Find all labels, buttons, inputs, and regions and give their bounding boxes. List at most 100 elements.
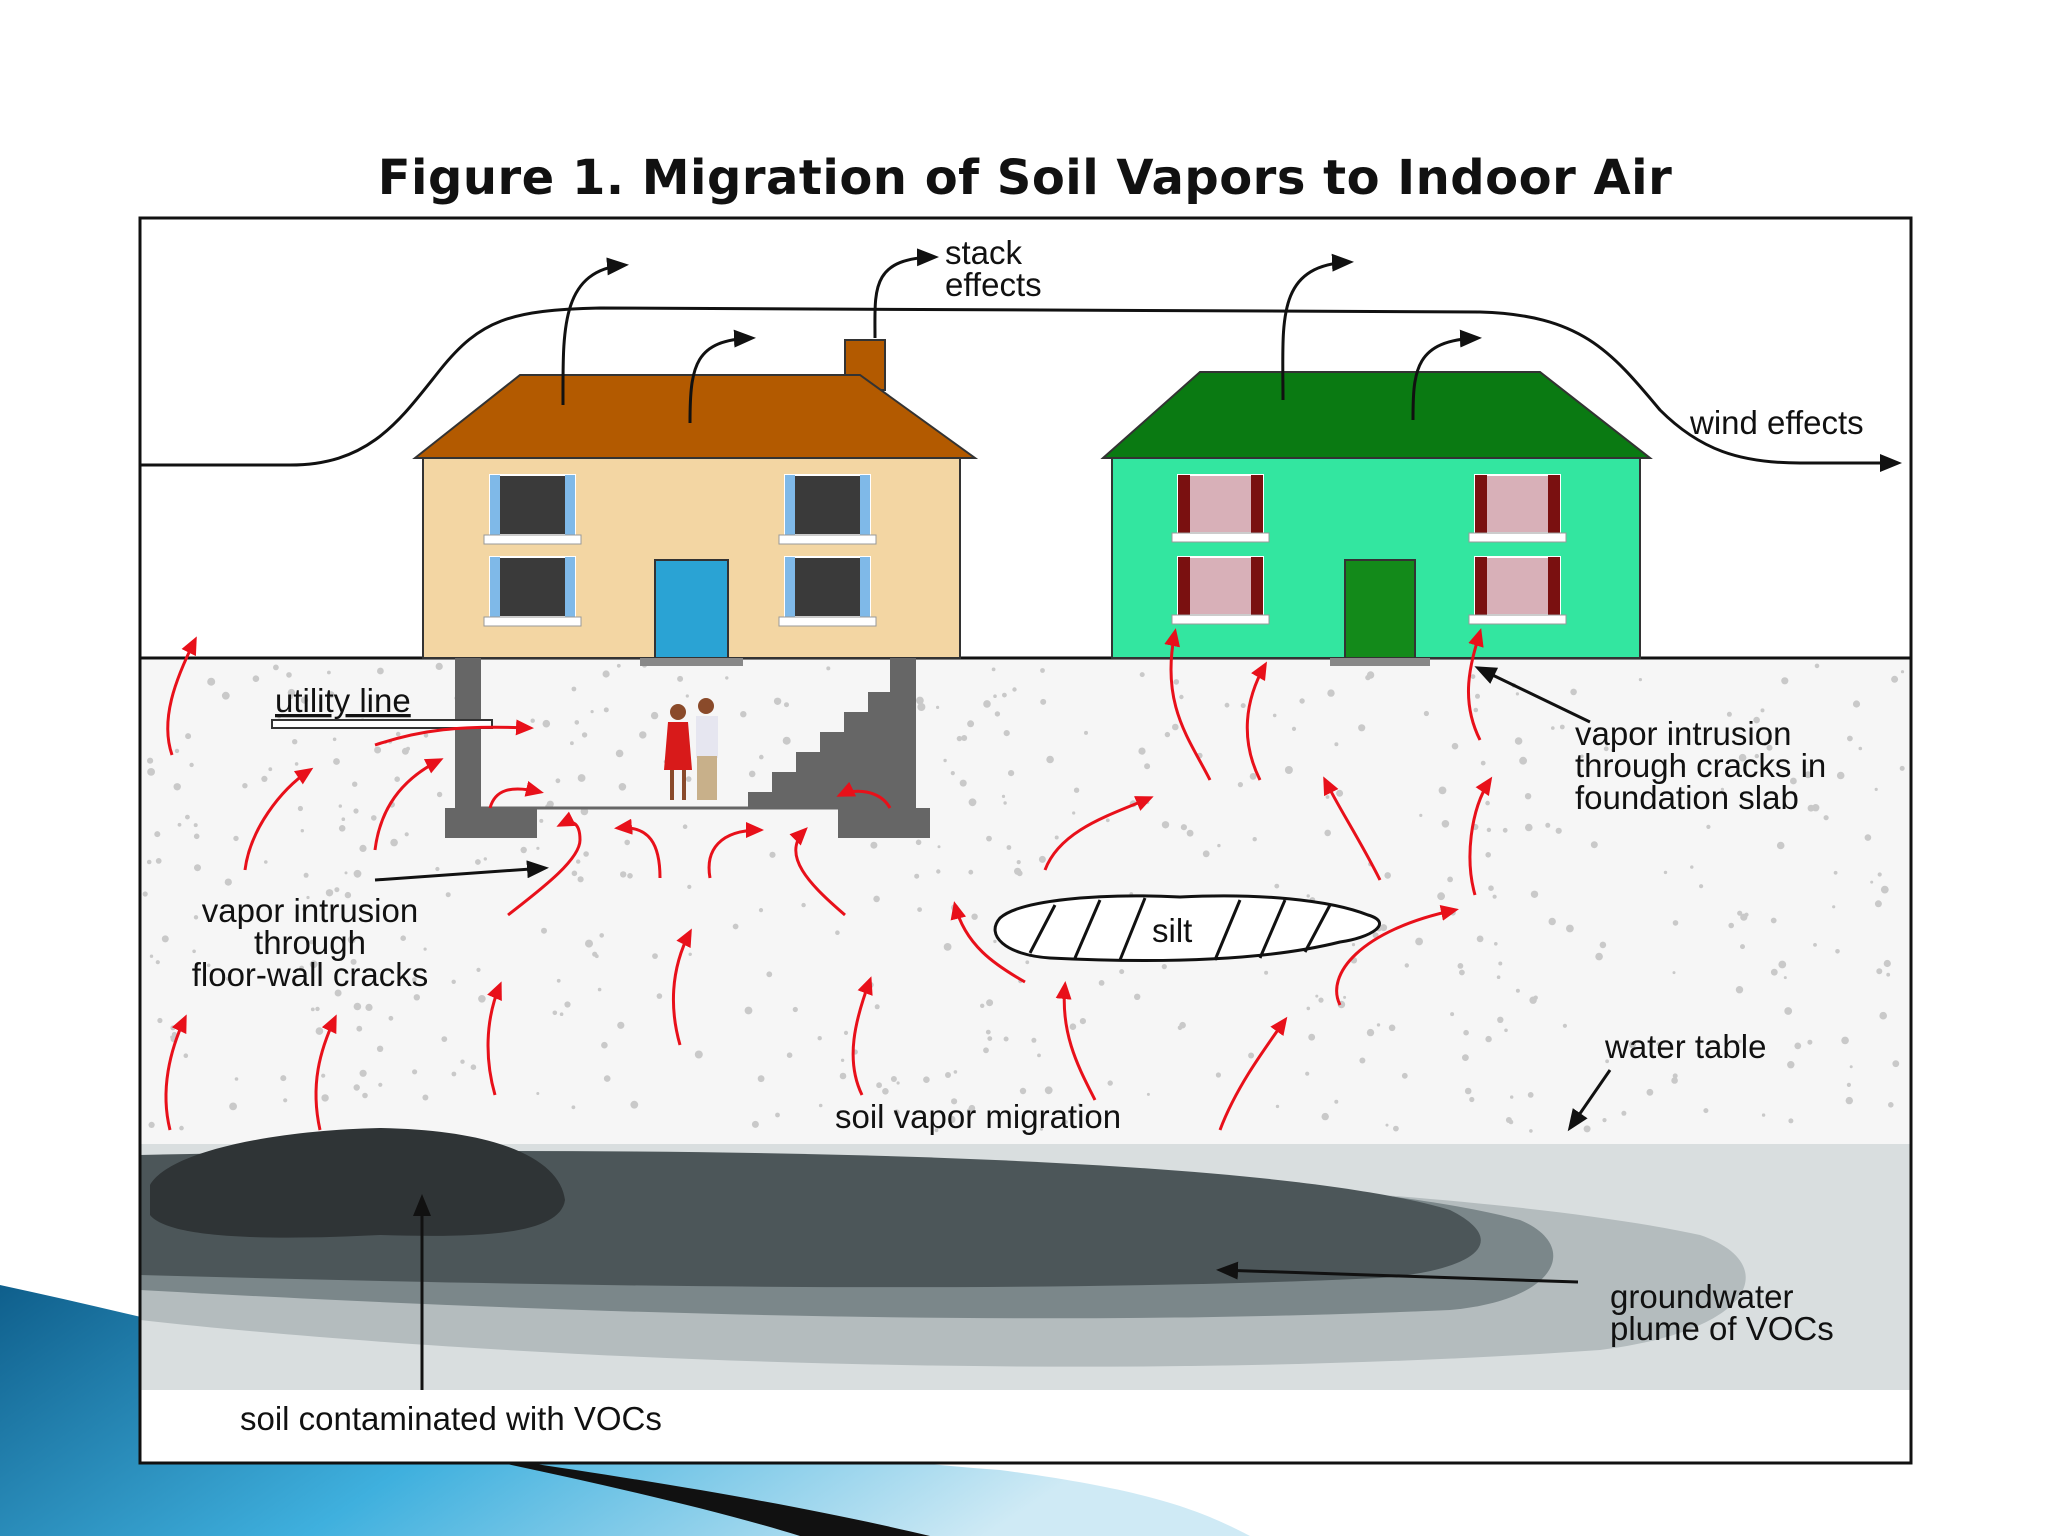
utility-line-pipe: [271, 719, 493, 729]
soil-speckle: [229, 1102, 238, 1111]
soil-speckle: [327, 670, 331, 675]
soil-speckle: [423, 947, 427, 951]
soil-speckle: [1672, 1073, 1678, 1079]
soil-speckle: [155, 858, 162, 864]
soil-speckle: [987, 1036, 993, 1041]
label-soil-contaminated: soil contaminated with VOCs: [240, 1400, 662, 1437]
soil-speckle: [1172, 723, 1179, 731]
soil-speckle: [1003, 801, 1007, 805]
soil-speckle: [179, 1125, 184, 1131]
soil-speckle: [530, 718, 535, 723]
soil-speckle: [1488, 885, 1494, 891]
soil-speckle: [1599, 941, 1607, 949]
soil-speckle: [1161, 964, 1167, 970]
soil-speckle: [332, 737, 337, 742]
soil-speckle: [226, 976, 230, 981]
soil-speckle: [983, 1047, 989, 1054]
soil-speckle: [1419, 813, 1423, 818]
label-groundwater-2: plume of VOCs: [1610, 1310, 1834, 1347]
soil-speckle: [1006, 845, 1012, 850]
soil-speckle: [1365, 674, 1371, 681]
soil-speckle: [174, 748, 180, 754]
soil-speckle: [766, 971, 773, 978]
soil-speckle: [1656, 1042, 1660, 1046]
soil-speckle: [555, 778, 561, 784]
soil-speckle: [435, 866, 440, 872]
soil-speckle: [1849, 1065, 1853, 1069]
soil-speckle: [147, 757, 154, 764]
soil-speckle: [769, 851, 776, 858]
soil-speckle: [1237, 782, 1243, 788]
soil-speckle: [1514, 737, 1523, 745]
soil-speckle: [1740, 944, 1745, 950]
soil-speckle: [1073, 787, 1080, 793]
soil-speckle: [1900, 670, 1905, 674]
soil-speckle: [1072, 811, 1076, 815]
soil-speckle: [1814, 663, 1820, 669]
soil-speckle: [483, 857, 487, 861]
soil-speckle: [951, 1098, 958, 1105]
soil-speckle: [233, 835, 239, 842]
soil-speckle: [1105, 818, 1110, 823]
soil-speckle: [1583, 1125, 1591, 1133]
soil-speckle: [376, 1045, 384, 1053]
soil-speckle: [688, 952, 692, 956]
soil-speckle: [1611, 748, 1615, 753]
soil-speckle: [1139, 672, 1145, 678]
label-floor-wall-2: through: [254, 924, 366, 961]
soil-speckle: [470, 1064, 477, 1070]
soil-speckle: [234, 1077, 239, 1081]
soil-speckle: [280, 1075, 287, 1082]
soil-speckle: [639, 731, 647, 739]
soil-speckle: [1324, 829, 1331, 837]
soil-speckle: [1883, 959, 1891, 968]
house-left-windows: [489, 474, 871, 618]
soil-speckle: [183, 1053, 189, 1058]
soil-speckle: [315, 1006, 320, 1012]
soil-speckle: [445, 892, 451, 898]
soil-speckle: [365, 1003, 373, 1012]
soil-speckle: [542, 719, 551, 728]
soil-speckle: [594, 954, 599, 959]
soil-speckle: [1401, 1072, 1408, 1079]
soil-speckle: [1760, 708, 1765, 713]
soil-speckle: [571, 870, 578, 877]
soil-speckle: [1603, 746, 1609, 752]
soil-speckle: [338, 804, 342, 808]
soil-speckle: [334, 887, 340, 893]
soil-speckle: [615, 749, 624, 758]
soil-speckle: [775, 1112, 780, 1118]
soil-speckle: [1519, 756, 1527, 765]
soil-speckle: [786, 1052, 793, 1058]
soil-speckle: [302, 907, 307, 912]
soil-speckle: [890, 1076, 897, 1082]
soil-speckle: [1783, 976, 1787, 980]
soil-speckle: [1161, 821, 1170, 829]
soil-speckle: [185, 814, 190, 820]
soil-speckle: [1164, 731, 1171, 738]
soil-speckle: [993, 939, 997, 944]
soil-speckle: [1459, 969, 1465, 976]
soil-speckle: [404, 832, 409, 837]
soil-speckle: [1306, 1006, 1311, 1011]
soil-speckle: [388, 1015, 394, 1021]
soil-speckle: [923, 1076, 930, 1083]
soil-speckle: [937, 845, 941, 849]
soil-speckle: [818, 1103, 823, 1108]
soil-speckle: [1515, 988, 1520, 993]
soil-speckle: [1510, 1095, 1514, 1099]
soil-speckle: [656, 993, 663, 999]
soil-speckle: [552, 1010, 558, 1016]
soil-speckle: [1306, 894, 1310, 898]
soil-speckle: [617, 1021, 625, 1029]
soil-speckle: [1496, 975, 1501, 979]
soil-speckle: [1038, 855, 1046, 863]
soil-speckle: [1672, 920, 1679, 926]
soil-speckle: [748, 770, 756, 778]
soil-speckle: [882, 1088, 889, 1095]
soil-speckle: [792, 1006, 798, 1013]
soil-speckle: [874, 1004, 880, 1010]
soil-speckle: [1508, 1119, 1514, 1125]
soil-speckle: [1469, 1096, 1475, 1103]
